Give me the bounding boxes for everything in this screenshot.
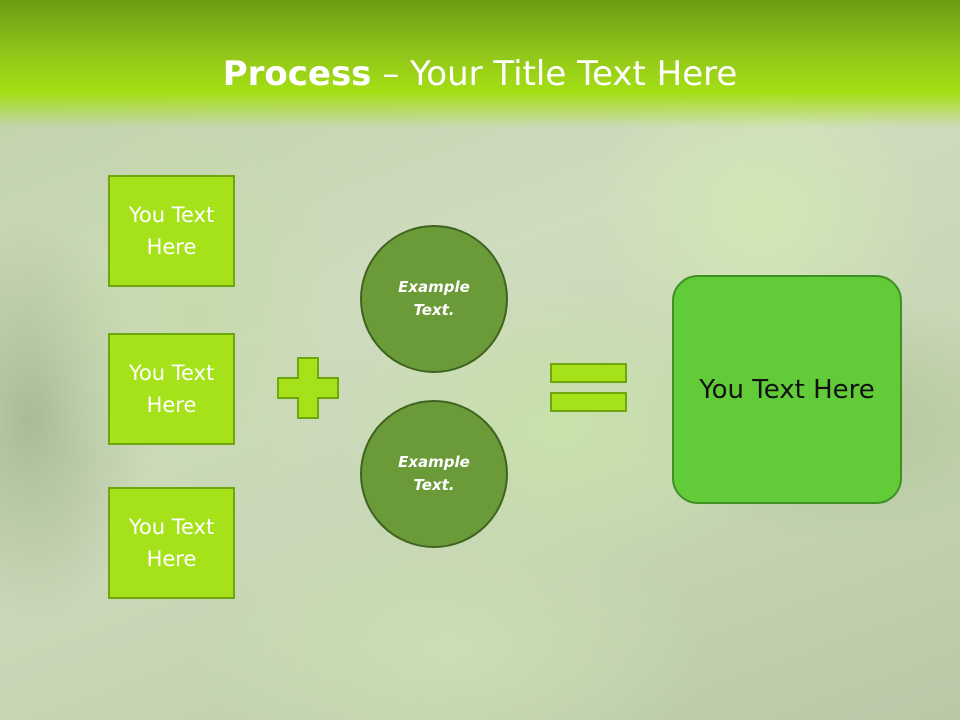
input-box-2: You Text Here bbox=[108, 333, 235, 445]
result-box: You Text Here bbox=[672, 275, 902, 504]
input-box-2-label: You Text Here bbox=[128, 361, 215, 417]
input-box-3: You Text Here bbox=[108, 487, 235, 599]
slide-title: Process – Your Title Text Here bbox=[0, 50, 960, 98]
plus-icon bbox=[277, 357, 339, 419]
example-circle-1-label: Example Text. bbox=[398, 278, 470, 319]
equals-bar-top bbox=[550, 363, 627, 383]
example-circle-1: Example Text. bbox=[360, 225, 508, 373]
example-circle-2-label: Example Text. bbox=[398, 453, 470, 494]
title-rest: – Your Title Text Here bbox=[371, 54, 738, 94]
input-box-1: You Text Here bbox=[108, 175, 235, 287]
input-box-3-label: You Text Here bbox=[128, 515, 215, 571]
title-banner bbox=[0, 0, 960, 128]
example-circle-2: Example Text. bbox=[360, 400, 508, 548]
equals-bar-bottom bbox=[550, 392, 627, 412]
result-label: You Text Here bbox=[699, 374, 875, 405]
title-bold: Process bbox=[222, 54, 372, 94]
input-box-1-label: You Text Here bbox=[128, 203, 215, 259]
